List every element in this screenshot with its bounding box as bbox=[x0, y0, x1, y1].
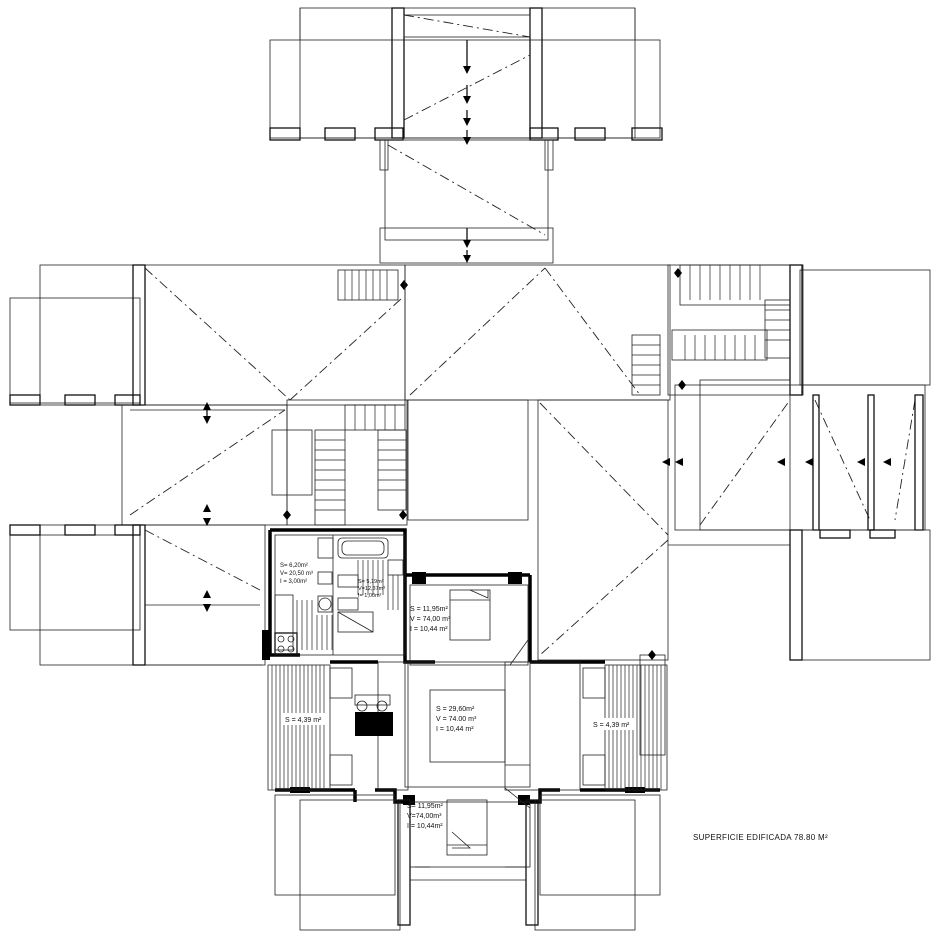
total-area-label: SUPERFICIE EDIFICADA 78.80 M² bbox=[693, 833, 828, 842]
bath-illumination: I= 1,00m² bbox=[358, 593, 382, 599]
arrow-icon bbox=[203, 402, 211, 612]
bath-volume: V=12,37m³ bbox=[358, 586, 385, 592]
bedroom-2 bbox=[409, 799, 531, 868]
stairwell bbox=[271, 399, 529, 526]
living-area: S = 29,60m² bbox=[436, 706, 475, 713]
apartment-walls bbox=[262, 528, 660, 805]
living-room bbox=[329, 661, 606, 809]
living-illumination: I = 10,44 m² bbox=[436, 726, 474, 733]
terrace-right bbox=[590, 650, 668, 791]
terrace-left-area: S = 4,39 m² bbox=[285, 717, 322, 724]
bath-area: S= 5,19m² bbox=[358, 579, 384, 585]
terrace-left bbox=[267, 664, 331, 791]
arrow-icon bbox=[463, 40, 471, 263]
left-upper-wing bbox=[9, 264, 408, 406]
bedroom-1-area: S = 11,95m² bbox=[410, 606, 448, 613]
right-middle-roof bbox=[537, 399, 669, 661]
kitchen-volume: V= 20,50 m³ bbox=[280, 571, 313, 577]
terrace-right-area: S = 4,39 m² bbox=[593, 722, 630, 729]
bedroom-2-volume: V=74,00m³ bbox=[407, 813, 442, 820]
left-lower-wing bbox=[9, 402, 288, 666]
kitchen-illumination: I = 3,00m² bbox=[280, 579, 307, 585]
kitchen-bath bbox=[274, 534, 406, 656]
kitchen-area: S= 6,20m² bbox=[280, 563, 308, 569]
bedroom-2-area: S= 11,95m² bbox=[407, 803, 444, 810]
bedroom-1-volume: V = 74,00 m³ bbox=[410, 616, 451, 623]
top-wing bbox=[269, 7, 663, 264]
room-labels: S = 11,95m² V = 74,00 m³ I = 10,44 m² S … bbox=[280, 563, 828, 842]
bedroom-1-illumination: I = 10,44 m² bbox=[410, 626, 448, 633]
right-wing bbox=[662, 264, 931, 661]
bedroom-2-illumination: I = 10,44m² bbox=[407, 823, 443, 830]
center-roof bbox=[404, 264, 671, 401]
bottom-wings bbox=[274, 794, 661, 931]
bedroom-1 bbox=[409, 584, 529, 666]
living-volume: V = 74.00 m³ bbox=[436, 716, 477, 723]
arrow-icon bbox=[662, 268, 891, 466]
